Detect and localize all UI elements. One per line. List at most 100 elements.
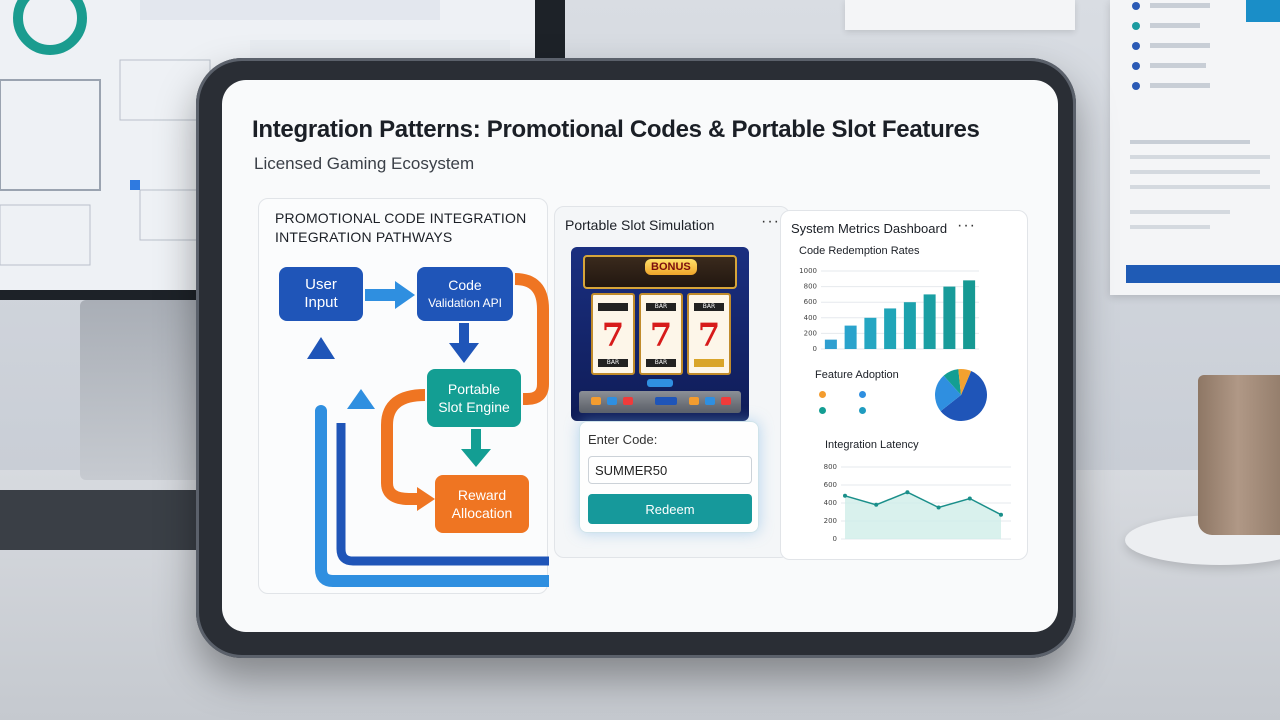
orange-return-arrow <box>381 389 426 505</box>
metrics-more-menu-icon[interactable]: ··· <box>957 217 976 234</box>
latency-y-tick: 400 <box>824 499 837 507</box>
arrow-user-validate <box>365 289 397 301</box>
reel-1-seven: 7 <box>601 316 625 354</box>
reel-3: BAR 7 <box>687 293 731 375</box>
background-poster <box>1110 0 1280 295</box>
bar-y-tick: 200 <box>804 329 817 337</box>
portable-slot-engine-node[interactable]: Portable Slot Engine <box>427 369 521 427</box>
background-poster-graphics <box>1126 0 1280 283</box>
background-coffee-mug <box>1198 375 1280 535</box>
flow-arrows <box>307 273 549 587</box>
slot-engine-line1: Portable <box>447 381 501 397</box>
slot-button-panel <box>579 391 741 413</box>
redemption-bar <box>943 286 956 349</box>
bar-y-tick: 600 <box>804 298 817 306</box>
user-input-node[interactable]: User Input <box>279 267 363 321</box>
reward-allocation-node[interactable]: Reward Allocation <box>435 475 529 533</box>
redeem-button[interactable]: Redeem <box>588 494 752 524</box>
latency-point <box>843 493 847 498</box>
redemption-bar <box>844 325 857 349</box>
slot-button-red[interactable] <box>623 397 633 405</box>
bonus-badge: BONUS <box>645 259 697 275</box>
reel-2-bar-bottom: BAR <box>646 359 676 367</box>
redeem-code-card: Enter Code: Redeem <box>579 421 759 533</box>
adoption-pie-slice <box>943 369 961 395</box>
latency-line <box>844 491 1002 516</box>
background-keyboard <box>0 490 225 550</box>
slot-spin-button[interactable] <box>655 397 677 405</box>
bar-y-tick: 400 <box>804 314 817 322</box>
metrics-title: System Metrics Dashboard <box>791 221 948 236</box>
reel-1-bar-bottom: BAR <box>598 359 628 367</box>
slot-simulation-title: Portable Slot Simulation <box>565 217 715 233</box>
redemption-bar <box>903 302 916 349</box>
code-validation-api-node[interactable]: Code Validation API <box>417 267 513 321</box>
latency-point <box>967 496 972 501</box>
redemption-bar <box>963 280 976 349</box>
latency-y-tick: 0 <box>833 535 837 543</box>
bar-y-tick: 1000 <box>799 267 817 275</box>
bar-y-tick: 800 <box>804 283 817 291</box>
flow-title-line1: PROMOTIONAL CODE INTEGRATION <box>275 210 527 226</box>
adoption-pie-slice <box>958 369 972 395</box>
slot-reels: 7 BAR BAR 7 BAR BAR 7 <box>591 293 731 375</box>
user-input-line2: Input <box>304 294 338 311</box>
loop-arrowhead-2 <box>347 389 375 409</box>
latency-y-tick: 800 <box>824 463 837 471</box>
legend-dot-3 <box>819 407 826 414</box>
reel-3-bar-bottom <box>694 359 724 367</box>
arrow-validate-slot <box>459 323 469 345</box>
reward-allocation-line1: Reward <box>457 487 507 503</box>
orange-loop-arrow <box>514 273 549 405</box>
latency-point <box>874 502 879 507</box>
integration-flow-panel: PROMOTIONAL CODE INTEGRATION INTEGRATION… <box>258 198 549 594</box>
flow-title: PROMOTIONAL CODE INTEGRATION INTEGRATION… <box>275 209 526 247</box>
reel-2-seven: 7 <box>649 316 673 354</box>
slot-button-red-2[interactable] <box>721 397 731 405</box>
loop-arrowhead-up <box>307 337 335 359</box>
redemption-bar <box>824 339 837 349</box>
orange-arrowhead <box>417 487 435 511</box>
slot-machine-topper: BONUS <box>583 255 737 289</box>
page-title: Integration Patterns: Promotional Codes … <box>252 116 980 143</box>
code-validation-line2: Validation API <box>428 296 502 310</box>
arrowhead-slot-reward <box>461 449 491 467</box>
arrowhead-user-validate <box>395 281 415 309</box>
latency-y-tick: 600 <box>824 481 837 489</box>
slot-button-blue[interactable] <box>607 397 617 405</box>
slot-button-orange[interactable] <box>591 397 601 405</box>
slot-more-menu-icon[interactable]: ··· <box>761 213 780 230</box>
spin-light <box>647 379 673 387</box>
slot-engine-line2: Slot Engine <box>438 399 510 415</box>
arrowhead-validate-slot <box>449 343 479 363</box>
latency-point <box>905 490 910 495</box>
reel-2-bar-top: BAR <box>646 303 676 311</box>
flow-title-line2: INTEGRATION PATHWAYS <box>275 229 453 245</box>
page-subtitle: Licensed Gaming Ecosystem <box>254 154 475 173</box>
legend-dot-1 <box>819 391 826 398</box>
inner-loop-arrow <box>336 423 549 566</box>
latency-chart-title: Integration Latency <box>825 439 919 451</box>
redemption-bar <box>864 317 877 349</box>
reward-allocation-line2: Allocation <box>451 505 513 521</box>
slot-button-yellow[interactable] <box>689 397 699 405</box>
promo-code-input[interactable] <box>588 456 752 484</box>
latency-area-fill <box>845 492 1001 539</box>
background-poster-top <box>845 0 1075 30</box>
slot-button-blue-2[interactable] <box>705 397 715 405</box>
legend-dot-4 <box>859 407 866 414</box>
code-validation-line1: Code <box>448 277 482 293</box>
metrics-dashboard-panel: System Metrics Dashboard ··· Code Redemp… <box>780 210 1028 560</box>
redemption-bar <box>923 294 936 349</box>
slot-simulation-panel: Portable Slot Simulation ··· BONUS 7 BAR… <box>554 206 790 558</box>
redemption-chart-title: Code Redemption Rates <box>799 245 920 257</box>
arrow-slot-reward <box>471 429 481 451</box>
adoption-pie-chart <box>935 369 987 421</box>
slot-machine: BONUS 7 BAR BAR 7 BAR BAR 7 <box>571 247 749 421</box>
legend-dot-2 <box>859 391 866 398</box>
bar-y-tick: 0 <box>813 345 817 353</box>
latency-point <box>936 505 941 510</box>
reel-2: BAR 7 BAR <box>639 293 683 375</box>
reel-3-bar-top: BAR <box>694 303 724 311</box>
